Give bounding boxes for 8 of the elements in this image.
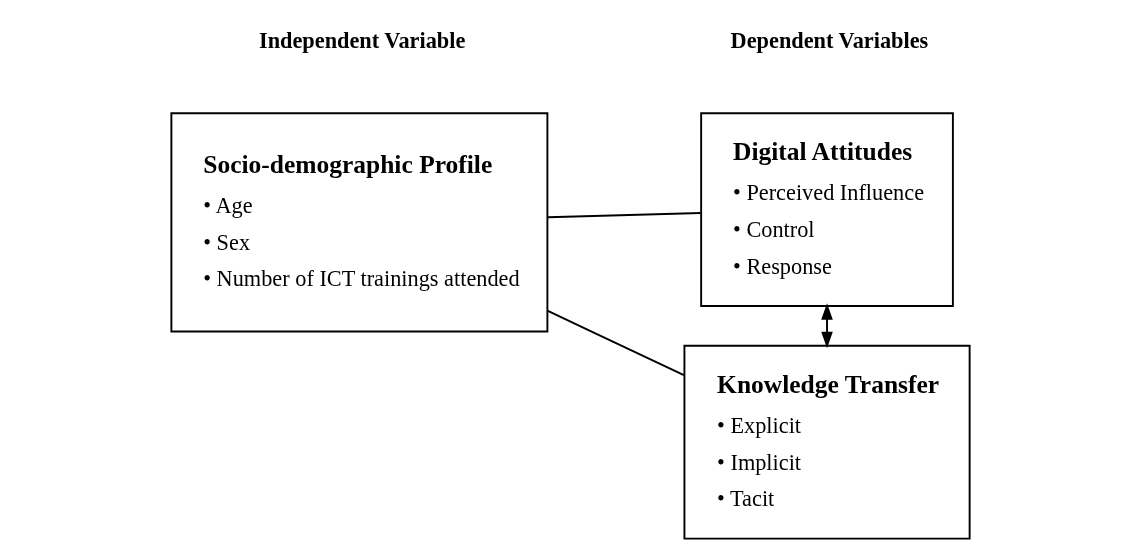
label: Independent Variable	[259, 28, 466, 54]
node-box: Digital Attitudes • Perceived Influence • Control • Response	[700, 112, 954, 307]
node-box: Knowledge Transfer • Explicit • Implicit • Tacit	[683, 344, 971, 540]
label: Dependent Variables	[730, 28, 929, 54]
connector	[546, 212, 702, 219]
arrow	[821, 303, 833, 349]
node-box: Socio-demographic Profile • Age • Sex • Number of ICT trainings attended	[170, 112, 549, 333]
connector	[546, 309, 685, 377]
